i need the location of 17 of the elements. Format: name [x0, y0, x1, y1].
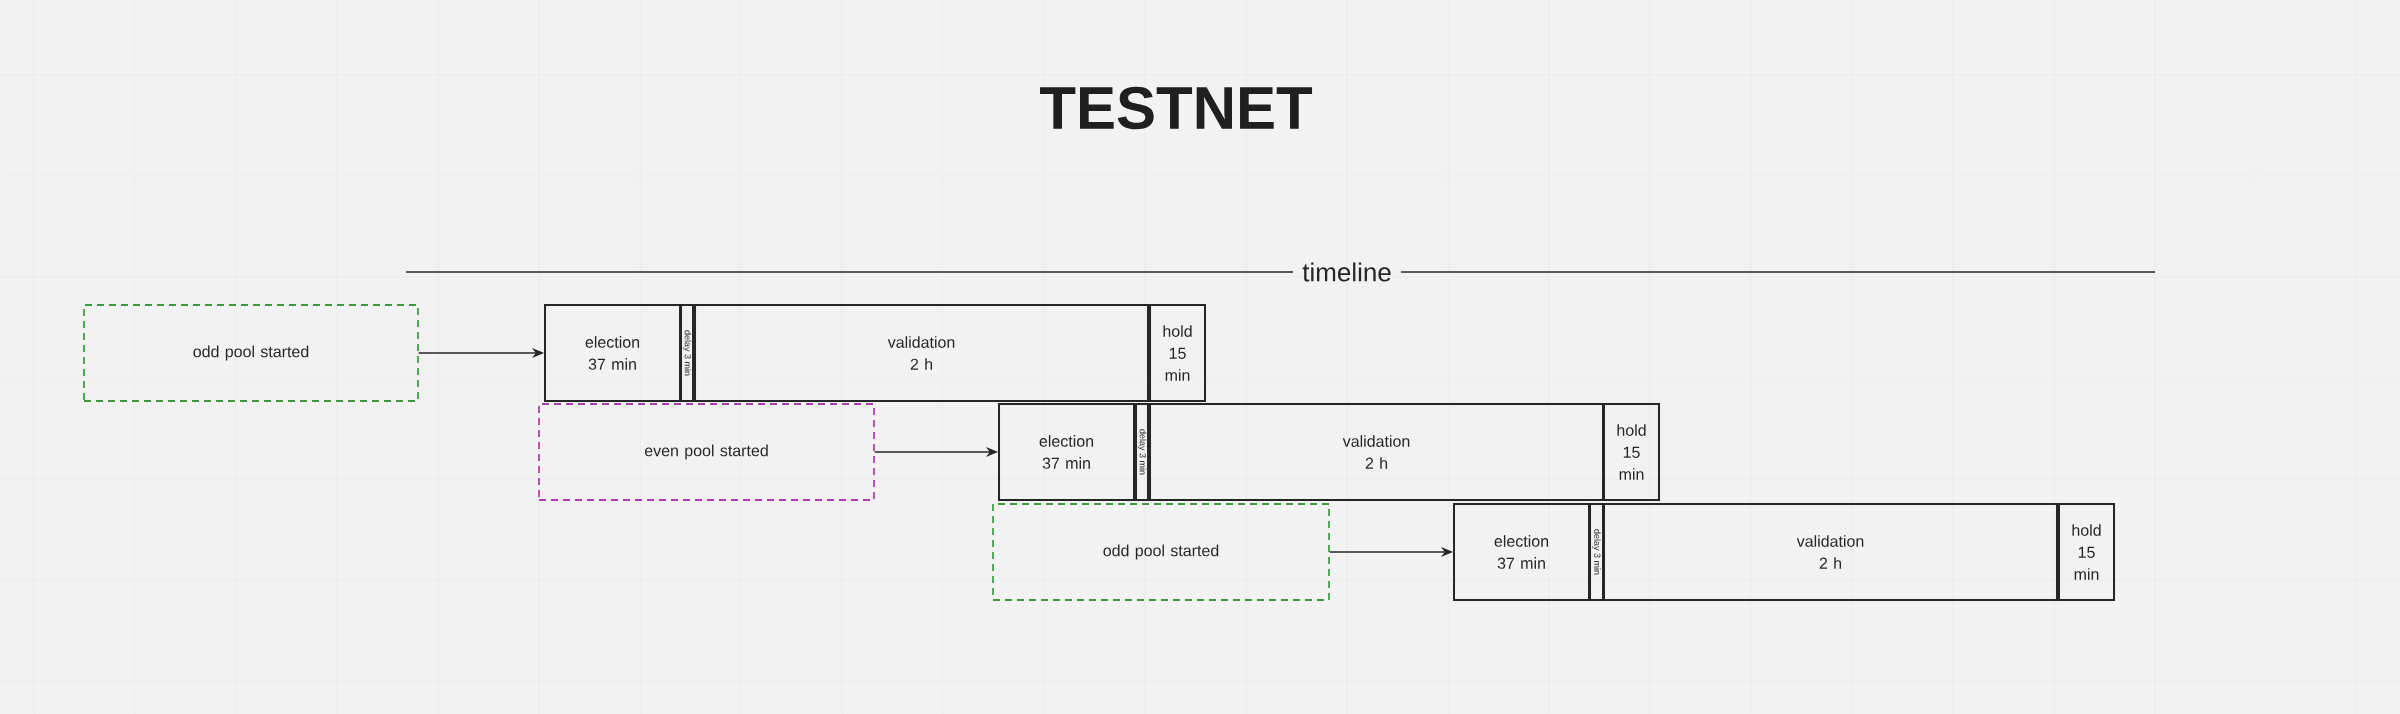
phase-box: validation 2 h — [694, 304, 1149, 402]
delay-box: delay 3 min — [680, 304, 694, 402]
phase-box: validation 2 h — [1603, 503, 2058, 601]
delay-box: delay 3 min — [1589, 503, 1604, 601]
pool-box: odd pool started — [83, 304, 419, 402]
phase-box: election 37 min — [998, 403, 1135, 501]
phase-box: hold 15 min — [1603, 403, 1660, 501]
axis-label: timeline — [1302, 262, 1391, 282]
phase-box: hold 15 min — [1149, 304, 1206, 402]
phase-box: election 37 min — [1453, 503, 1590, 601]
title: TESTNET — [1040, 86, 1313, 130]
pool-box: even pool started — [538, 403, 875, 501]
phase-box: validation 2 h — [1149, 403, 1604, 501]
phase-box: election 37 min — [544, 304, 681, 402]
phase-box: hold 15 min — [2058, 503, 2115, 601]
pool-box: odd pool started — [992, 503, 1330, 601]
delay-box: delay 3 min — [1135, 403, 1149, 501]
